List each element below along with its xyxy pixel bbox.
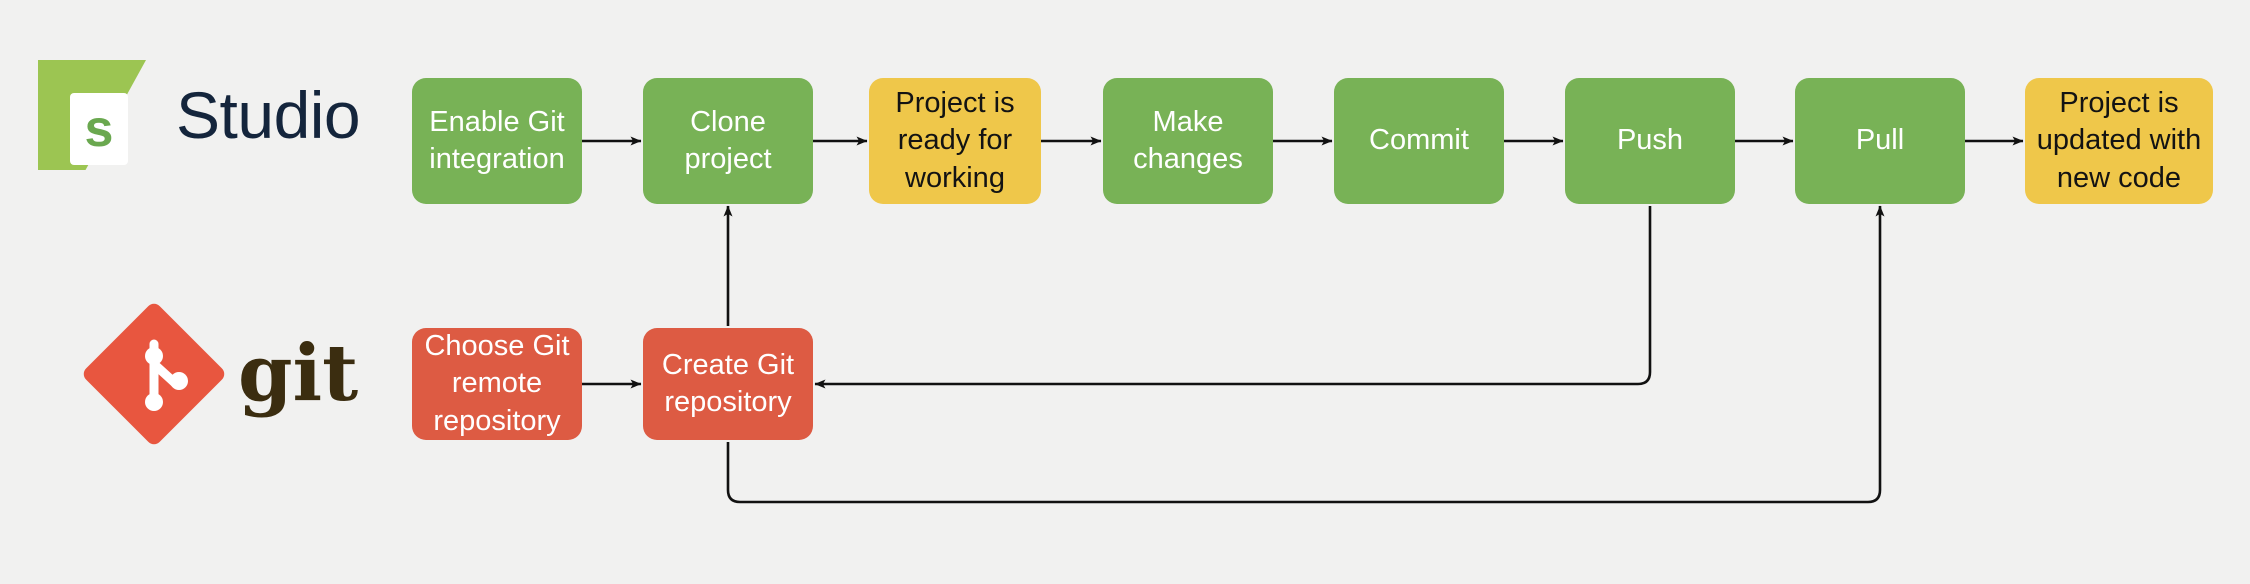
edge-create-repo-to-pull [726, 205, 1885, 504]
node-enable-git-integration[interactable]: Enable Git integration [412, 78, 582, 204]
node-clone-project[interactable]: Clone project [643, 78, 813, 204]
studio-brand: s Studio [38, 60, 361, 170]
git-logo-icon [80, 300, 228, 448]
node-project-ready-for-working[interactable]: Project is ready for working [869, 78, 1041, 204]
node-push[interactable]: Push [1565, 78, 1735, 204]
studio-logo-icon: s [38, 60, 146, 170]
git-brand: git [80, 300, 359, 448]
studio-logo-letter: s [70, 93, 128, 165]
edge-push-to-create-repo [814, 206, 1652, 389]
node-choose-git-remote-repository[interactable]: Choose Git remote repository [412, 328, 582, 440]
git-wordmark: git [238, 328, 359, 419]
node-project-updated-with-new-code[interactable]: Project is updated with new code [2025, 78, 2213, 204]
node-create-git-repository[interactable]: Create Git repository [643, 328, 813, 440]
studio-wordmark: Studio [176, 78, 361, 152]
node-commit[interactable]: Commit [1334, 78, 1504, 204]
git-logo-branch-glyph [145, 339, 188, 411]
node-pull[interactable]: Pull [1795, 78, 1965, 204]
node-make-changes[interactable]: Make changes [1103, 78, 1273, 204]
